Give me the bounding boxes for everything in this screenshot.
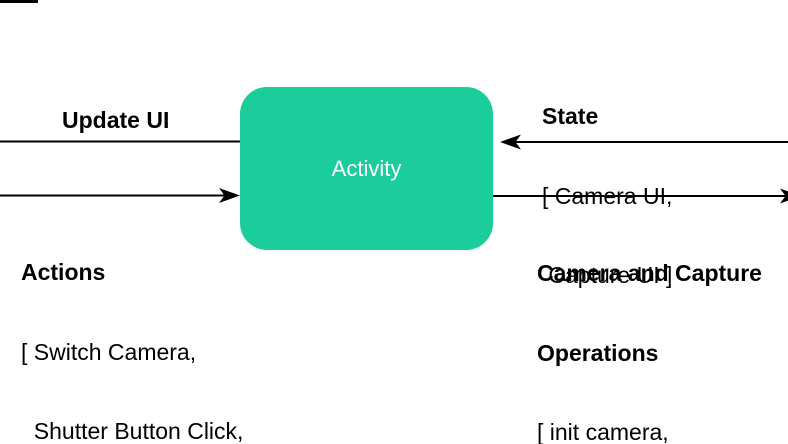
actions-arrowhead-icon <box>219 188 240 203</box>
state-line-item: Capture UI ] <box>542 262 673 288</box>
operations-title-line: Operations <box>537 339 659 366</box>
operations-line-item: [ init camera, <box>537 419 669 444</box>
actions-line-item: Shutter Button Click, <box>21 418 244 444</box>
actions-block: Actions [ Switch Camera, Shutter Button … <box>21 206 300 444</box>
activity-node <box>240 87 493 250</box>
operations-block: Camera and Capture Operations [ init cam… <box>537 207 762 444</box>
activity-node-label: Activity <box>331 155 402 181</box>
operations-title-line: Camera and Capture <box>537 260 762 286</box>
state-line-item: [ Camera UI, <box>542 182 673 209</box>
state-arrowhead-icon <box>500 134 521 150</box>
state-title: State <box>542 103 599 129</box>
cropped-line-fragment <box>0 0 38 3</box>
actions-title: Actions <box>21 259 106 285</box>
actions-line-item: [ Switch Camera, <box>21 338 197 365</box>
state-block: State [ Camera UI, Capture UI ] <box>542 50 672 342</box>
operations-arrowhead-icon <box>780 188 788 204</box>
update-ui-label: Update UI <box>62 107 170 133</box>
